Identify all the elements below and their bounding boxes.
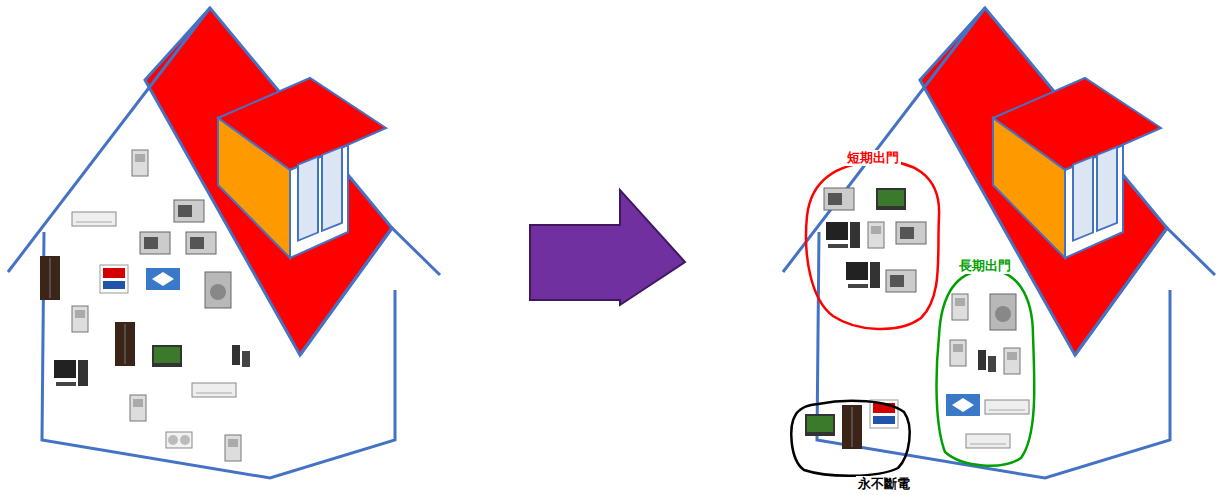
group-label: 長期出門	[957, 258, 1013, 274]
group-outline	[803, 146, 943, 334]
group-outline-path	[806, 161, 939, 329]
group-outline	[933, 256, 1037, 470]
house-after	[783, 8, 1215, 478]
purple-arrow	[530, 190, 685, 305]
group-outline	[788, 396, 916, 480]
group-region: 長期出門	[933, 256, 1037, 470]
group-outline-path	[937, 270, 1035, 466]
house-before	[8, 8, 440, 478]
group-outline-path	[791, 401, 909, 476]
group-region: 短期出門	[803, 146, 943, 334]
group-label: 短期出門	[845, 150, 901, 166]
group-region: 永不斷電	[788, 396, 916, 492]
group-label: 永不斷電	[856, 476, 912, 492]
